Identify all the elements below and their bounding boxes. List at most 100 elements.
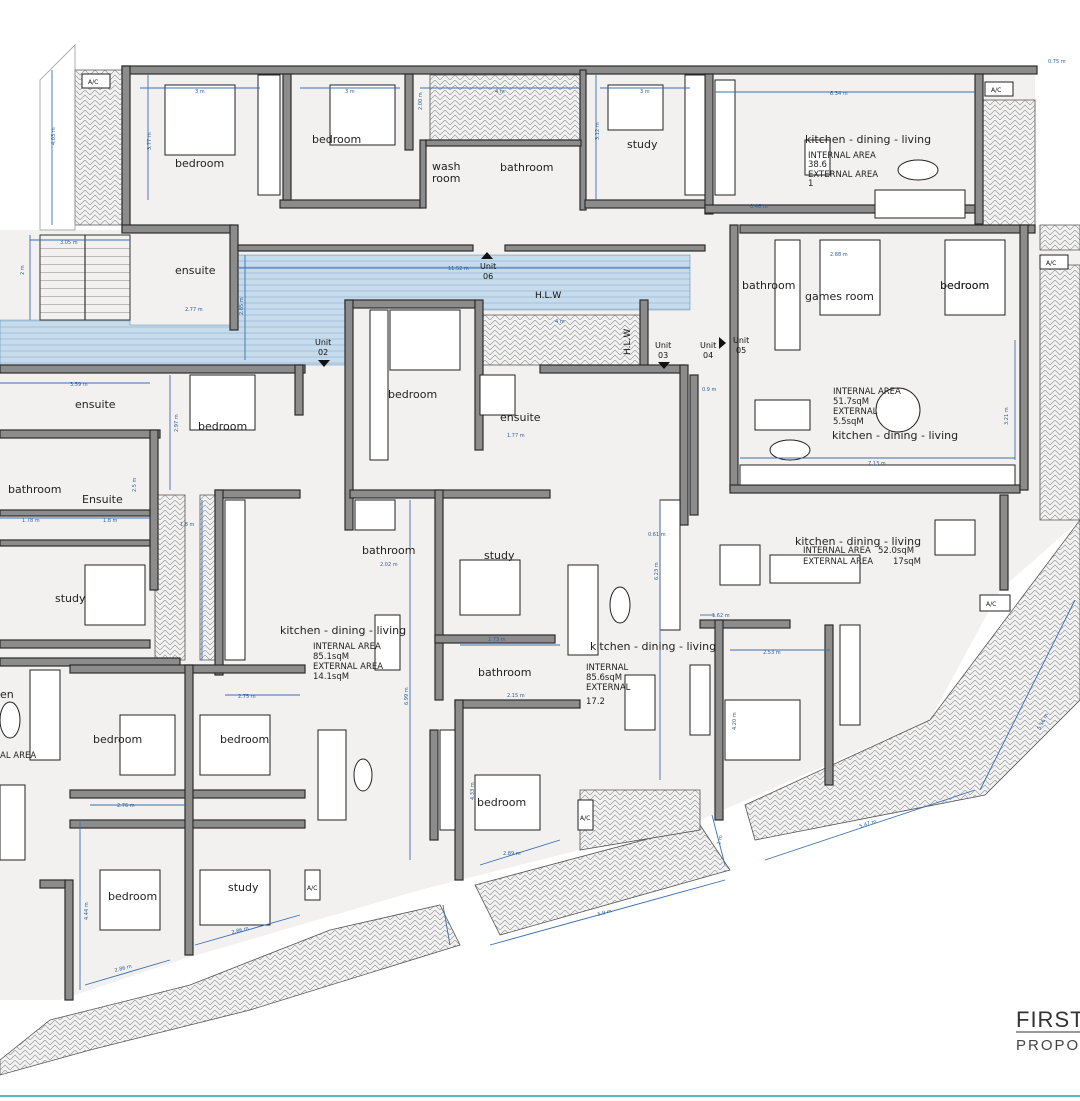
- bed: [99, 869, 161, 931]
- dimension-lines: [0, 70, 1076, 990]
- svg-text:3.59 m: 3.59 m: [70, 382, 88, 388]
- svg-text:85.6sqM: 85.6sqM: [586, 673, 622, 683]
- furniture: [0, 74, 1016, 931]
- svg-text:Unit: Unit: [733, 336, 749, 345]
- area-unit-05: INTERNAL AREA 51.7sqM EXTERNAL 5.5sqM: [833, 387, 901, 427]
- room-label: bedroom: [175, 157, 224, 170]
- room-label: bedroom: [477, 796, 526, 809]
- wardrobe: [774, 239, 801, 351]
- svg-text:06: 06: [483, 272, 493, 281]
- bed: [199, 869, 271, 926]
- room-label: study: [228, 881, 259, 894]
- table: [875, 387, 921, 433]
- bed: [389, 309, 461, 371]
- svg-text:85.1sqM: 85.1sqM: [313, 652, 349, 662]
- svg-text:5.47 m: 5.47 m: [859, 819, 878, 830]
- dining-table: [374, 614, 401, 671]
- svg-text:2.86 m: 2.86 m: [114, 964, 133, 974]
- terrace-top-left: [74, 69, 123, 226]
- svg-text:5.9 m: 5.9 m: [597, 908, 613, 918]
- table: [897, 159, 939, 181]
- svg-text:2.53 m: 2.53 m: [763, 650, 781, 656]
- area-unit-03: INTERNAL 85.6sqM EXTERNAL 17.2: [586, 663, 631, 707]
- room-label: bedroom: [312, 133, 361, 146]
- room-label: bathroom: [8, 483, 61, 496]
- shower: [354, 499, 396, 531]
- svg-text:4.20 m: 4.20 m: [732, 712, 738, 730]
- svg-text:EXTERNAL: EXTERNAL: [586, 683, 631, 693]
- svg-text:Unit: Unit: [315, 338, 331, 347]
- svg-text:03: 03: [658, 351, 668, 360]
- room-label: kitchen - dining - living: [590, 640, 716, 653]
- kitchen-counter: [714, 79, 736, 196]
- wardrobe: [369, 309, 389, 461]
- svg-text:2.5 m: 2.5 m: [132, 477, 138, 492]
- svg-text:6.34 m: 6.34 m: [830, 91, 848, 97]
- svg-text:2.86 m: 2.86 m: [231, 926, 250, 936]
- room-label: study: [55, 592, 86, 605]
- svg-text:2.73 m: 2.73 m: [488, 637, 506, 643]
- svg-text:1.78 m: 1.78 m: [22, 518, 40, 524]
- svg-text:4.03 m: 4.03 m: [51, 127, 57, 145]
- ac-label: A/C: [88, 79, 98, 86]
- room-label: bedroom: [940, 279, 989, 292]
- ac-unit: [577, 799, 594, 831]
- ac-unit: [979, 594, 1011, 612]
- svg-text:2.02 m: 2.02 m: [380, 562, 398, 568]
- room-labels: bedroom bedroom wash room bathroom study…: [0, 133, 989, 903]
- bed: [329, 84, 396, 146]
- stairwell: [39, 44, 131, 321]
- area-annotations: INTERNAL AREA 38.6 EXTERNAL AREA 1 INTER…: [0, 151, 921, 761]
- room-label: study: [484, 549, 515, 562]
- svg-text:4.33 m: 4.33 m: [470, 782, 476, 800]
- svg-text:4 m: 4 m: [555, 319, 565, 325]
- wardrobe: [439, 729, 456, 831]
- terrace-top-right: [979, 99, 1036, 226]
- bed: [724, 699, 801, 761]
- room-label: bedroom: [388, 388, 437, 401]
- bed: [607, 84, 664, 131]
- svg-text:INTERNAL AREA: INTERNAL AREA: [833, 387, 901, 397]
- bed: [199, 714, 271, 776]
- sheet-title: FIRST: [1016, 1007, 1080, 1032]
- svg-text:3.05 m: 3.05 m: [60, 240, 78, 246]
- bed: [164, 84, 236, 156]
- svg-text:0.46 m: 0.46 m: [750, 204, 768, 210]
- room-label: bedroom: [220, 733, 269, 746]
- svg-text:AL AREA: AL AREA: [0, 751, 36, 761]
- terrace-lower-right: [744, 519, 1080, 841]
- svg-text:3 m: 3 m: [195, 89, 205, 95]
- svg-text:6.23 m: 6.23 m: [654, 562, 660, 580]
- sofa: [317, 729, 347, 821]
- ac-label: A/C: [307, 885, 317, 892]
- svg-text:2.15 m: 2.15 m: [507, 693, 525, 699]
- area-unit-02: INTERNAL AREA 85.1sqM EXTERNAL AREA 14.1…: [313, 642, 383, 682]
- dining-table: [934, 519, 976, 556]
- ac-units: A/C A/C A/C A/C A/C A/C: [81, 73, 1069, 901]
- unit-markers: Unit 02 Unit 03 Unit 04 Unit 05 Unit 06: [315, 252, 749, 369]
- svg-text:02: 02: [318, 348, 328, 357]
- svg-text:17.2: 17.2: [586, 697, 605, 707]
- wardrobe: [257, 74, 281, 196]
- svg-text:1.77 m: 1.77 m: [507, 433, 525, 439]
- svg-text:3 m: 3 m: [345, 89, 355, 95]
- terrace-top-mid: [429, 74, 581, 141]
- room-label: ensuite: [500, 411, 541, 424]
- table: [769, 439, 811, 461]
- title-block: FIRST PROPO: [1016, 1007, 1080, 1054]
- svg-text:INTERNAL: INTERNAL: [586, 663, 629, 673]
- unit-marker-02: Unit 02: [315, 338, 331, 367]
- svg-text:2.75 m: 2.75 m: [238, 694, 256, 700]
- svg-text:3.12 m: 3.12 m: [595, 122, 601, 140]
- svg-text:4.44 m: 4.44 m: [84, 902, 90, 920]
- svg-text:2.85 m: 2.85 m: [239, 297, 245, 315]
- ac-unit: [984, 81, 1014, 97]
- svg-text:52.0sqM: 52.0sqM: [878, 546, 914, 556]
- svg-text:0.75 m: 0.75 m: [1048, 59, 1066, 65]
- sofa: [769, 554, 861, 584]
- bed: [474, 774, 541, 831]
- ac-label: A/C: [986, 601, 996, 608]
- ac-label: A/C: [991, 87, 1001, 94]
- svg-text:EXTERNAL: EXTERNAL: [833, 407, 878, 417]
- svg-text:17sqM: 17sqM: [893, 557, 921, 567]
